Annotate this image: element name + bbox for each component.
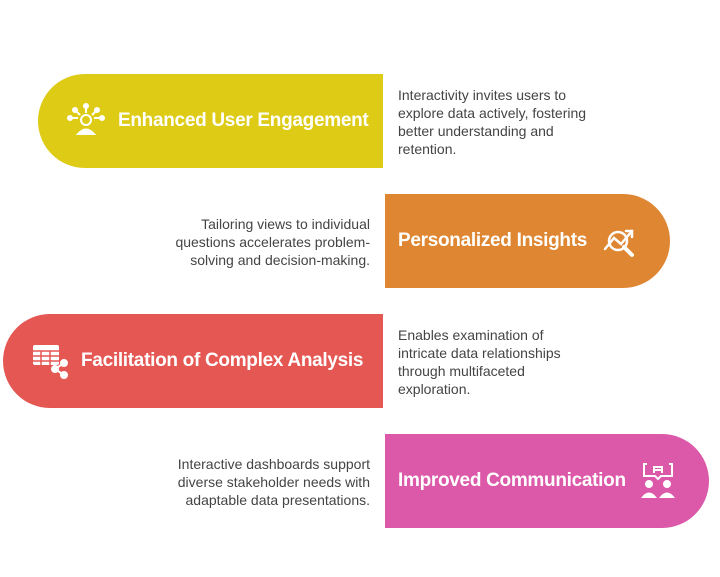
item-title: Facilitation of Complex Analysis	[81, 350, 364, 371]
item-description: Enables examination of intricate data re…	[398, 327, 561, 397]
chart-search-icon	[603, 229, 635, 257]
item-description: Interactive dashboards support diverse s…	[177, 456, 370, 508]
item-description: Tailoring views to individual questions …	[175, 216, 370, 268]
item-description: Interactivity invites users to explore d…	[398, 87, 587, 157]
user-engagement-icon	[67, 103, 105, 135]
table-share-icon	[33, 345, 68, 379]
item-personalized-insights: Personalized Insights	[385, 194, 670, 288]
item-enhanced-user-engagement: Enhanced User Engagement	[38, 74, 383, 168]
people-discussion-icon	[640, 463, 675, 498]
item-title: Improved Communication	[398, 470, 626, 491]
item-improved-communication: Improved Communication	[385, 434, 709, 528]
item-facilitation-complex-analysis: Facilitation of Complex Analysis	[3, 314, 383, 408]
item-title: Personalized Insights	[398, 230, 588, 251]
item-title: Enhanced User Engagement	[118, 110, 369, 131]
